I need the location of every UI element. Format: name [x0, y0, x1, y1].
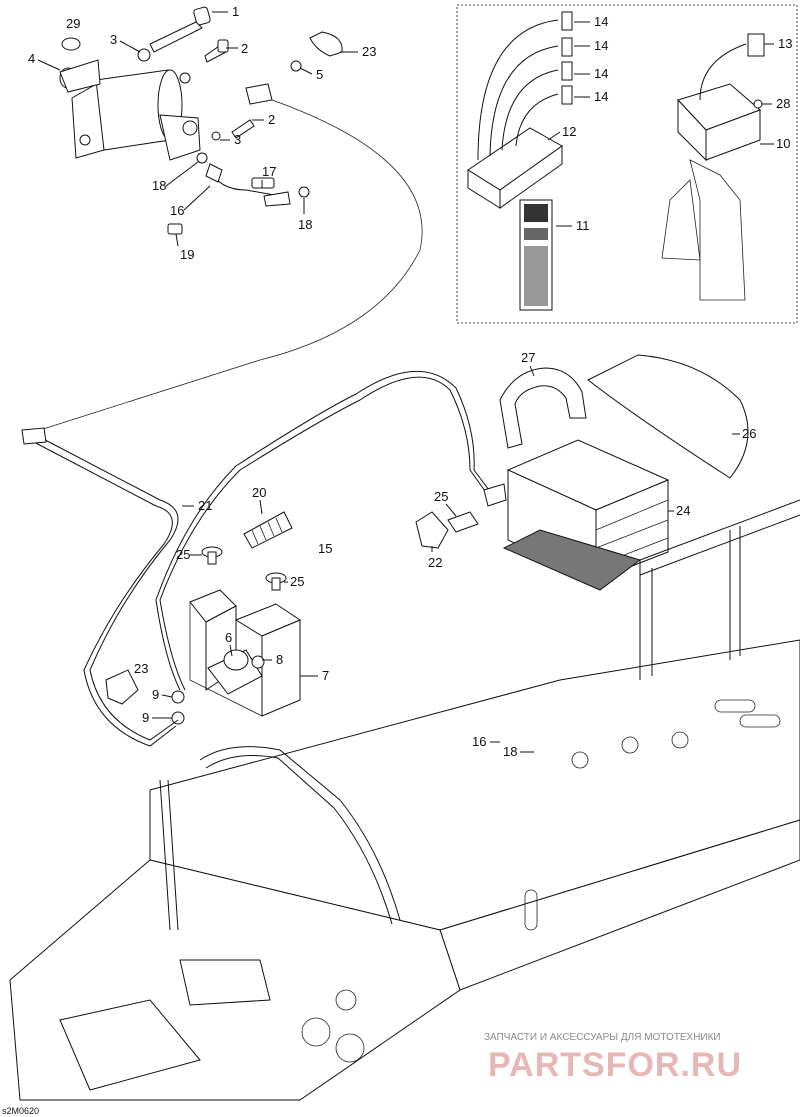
fuse-holder [467, 127, 563, 209]
callout-25: 25 [434, 489, 448, 504]
watermark-tagline: ЗАПЧАСТИ И АКСЕССУАРЫ ДЛЯ МОТОТЕХНИКИ [484, 1032, 721, 1043]
callout-23: 23 [134, 661, 148, 676]
watermark-logo: PARTSFOR.RU [488, 1046, 742, 1084]
lock-washer [196, 152, 208, 164]
starter-bolt [149, 6, 211, 53]
leader-line [515, 93, 559, 147]
callout-4: 4 [28, 51, 35, 66]
callout-15: 15 [318, 541, 332, 556]
spring [243, 511, 293, 549]
mount-tab [245, 83, 273, 105]
washer [137, 48, 151, 62]
leader-line [489, 45, 559, 157]
battery-strap [499, 367, 587, 449]
fuses [561, 11, 573, 105]
callout-14: 14 [594, 66, 608, 81]
nut [753, 99, 763, 109]
callout-9: 9 [142, 710, 149, 725]
callout-14: 14 [594, 89, 608, 104]
callout-2: 2 [268, 112, 275, 127]
relay [747, 33, 765, 57]
callout-26: 26 [742, 426, 756, 441]
callout-11: 11 [576, 218, 590, 233]
leader-line [699, 43, 747, 101]
callout-25: 25 [176, 547, 190, 562]
callouts: 1 2 2 3 3 4 5 6 7 8 9 9 10 11 12 13 14 1… [28, 4, 792, 759]
callout-5: 5 [316, 67, 323, 82]
terminal-cap [309, 31, 343, 57]
leader-line [501, 69, 559, 151]
bolt [447, 511, 479, 533]
callout-9: 9 [152, 687, 159, 702]
washer [179, 72, 191, 84]
callout-12: 12 [562, 124, 576, 139]
cable-lug [21, 427, 47, 445]
cap [167, 223, 183, 235]
relay-box [661, 83, 761, 301]
callout-25: 25 [290, 574, 304, 589]
bolt-25-left [201, 546, 223, 565]
callout-18: 18 [503, 744, 517, 759]
battery-cable-long-edge [155, 370, 493, 691]
callout-28: 28 [776, 96, 790, 111]
callout-27: 27 [521, 350, 535, 365]
callout-10: 10 [776, 136, 790, 151]
callout-29: 29 [66, 16, 80, 31]
screw [251, 177, 275, 189]
callout-23: 23 [362, 44, 376, 59]
callout-16: 16 [170, 203, 184, 218]
battery-cover [587, 354, 749, 479]
bolt [231, 119, 255, 139]
lock-washer [298, 186, 310, 198]
o-ring [61, 37, 81, 51]
callout-6: 6 [225, 630, 232, 645]
callout-2: 2 [241, 41, 248, 56]
fuse-label-sheet [519, 199, 553, 311]
callout-19: 19 [180, 247, 194, 262]
connection-line [39, 99, 423, 431]
callout-14: 14 [594, 38, 608, 53]
cable-lug [483, 483, 507, 507]
starter-cable [29, 431, 179, 741]
leader-line [477, 19, 559, 161]
callout-16: 16 [472, 734, 486, 749]
callout-20: 20 [252, 485, 266, 500]
callout-1: 1 [232, 4, 239, 19]
nut [171, 711, 185, 725]
nut [290, 60, 302, 72]
starter-motor [59, 59, 201, 161]
diagram-code: s2M0620 [2, 1106, 39, 1116]
callout-22: 22 [428, 555, 442, 570]
callout-14: 14 [594, 14, 608, 29]
callout-3: 3 [234, 132, 241, 147]
callout-18: 18 [298, 217, 312, 232]
callout-18: 18 [152, 178, 166, 193]
starter-cable-edge [29, 439, 177, 747]
callout-17: 17 [262, 164, 276, 179]
callout-7: 7 [322, 668, 329, 683]
washer [211, 131, 221, 141]
nut [171, 690, 185, 704]
cable-lug [205, 163, 223, 183]
callout-8: 8 [276, 652, 283, 667]
bolt-25-right [265, 572, 287, 591]
solenoid [207, 649, 265, 695]
terminal-cap [415, 511, 449, 549]
callout-24: 24 [676, 503, 690, 518]
callout-21: 21 [198, 498, 212, 513]
cable-lug [263, 191, 291, 207]
terminal-cap [105, 669, 139, 705]
chassis-frame [9, 499, 800, 1101]
battery-cable-long [159, 376, 491, 691]
bolt-head [217, 39, 229, 53]
callout-13: 13 [778, 36, 792, 51]
fusebox-inset-frame [456, 4, 798, 324]
callout-3: 3 [110, 32, 117, 47]
